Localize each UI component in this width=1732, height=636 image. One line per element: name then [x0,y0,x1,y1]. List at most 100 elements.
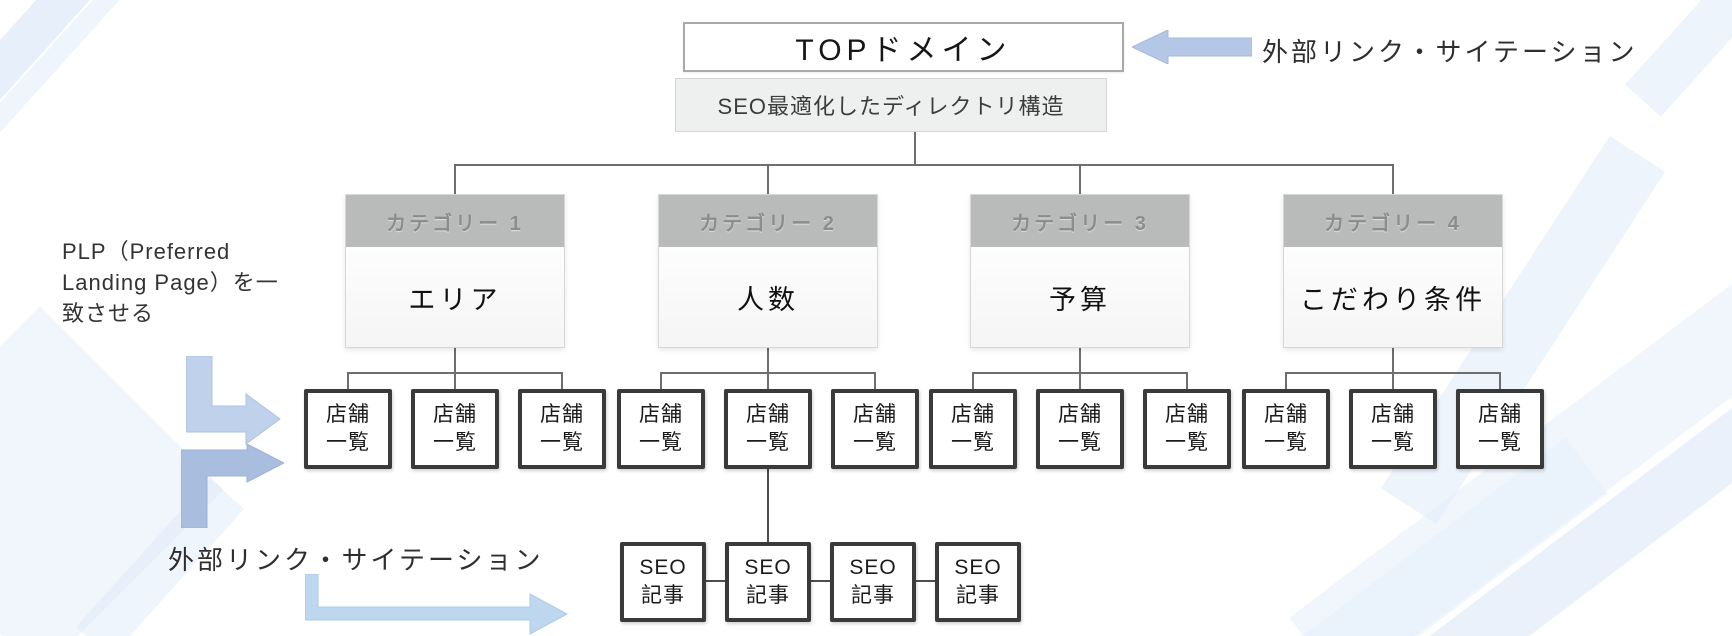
store-list-label: 一覧 [433,431,477,454]
category-2-header: カテゴリー 2 [659,195,877,247]
store-list-label: 店舗 [1058,402,1102,426]
seo-article-label: SEO [744,555,792,579]
seo-article-box: SEO 記事 [725,542,811,622]
store-list-label: 一覧 [1058,431,1102,454]
plp-elbow-arrow-icon [181,444,284,528]
store-list-label: 一覧 [1165,431,1209,454]
connector-line [561,372,563,389]
store-list-box: 店舗一覧 [617,389,705,469]
store-list-label: 店舗 [1264,402,1308,426]
store-list-box: 店舗一覧 [1242,389,1330,469]
seo-article-label: SEO [639,555,687,579]
connector-line [454,164,456,194]
store-list-box: 店舗一覧 [518,389,606,469]
store-list-label: 店舗 [1165,402,1209,426]
external-link-label-bottom: 外部リンク・サイテーション [168,545,544,575]
store-list-label: 一覧 [1371,431,1415,454]
store-list-box: 店舗一覧 [1456,389,1544,469]
category-4-box: カテゴリー 4 こだわり条件 [1283,194,1503,348]
seo-article-label: 記事 [851,584,895,607]
store-list-label: 店舗 [746,402,790,426]
store-list-label: 店舗 [951,402,995,426]
connector-line [1079,164,1081,194]
seo-article-box: SEO 記事 [620,542,706,622]
seo-article-label: 記事 [641,584,685,607]
store-list-label: 店舗 [1371,402,1415,426]
connector-line [811,580,830,582]
connector-line [1186,372,1188,389]
connector-line [1499,372,1501,389]
category-2-label: 人数 [659,247,877,347]
connector-line [1392,348,1394,372]
seo-article-label: 記事 [746,584,790,607]
store-list-label: 店舗 [639,402,683,426]
connector-line [1392,372,1394,389]
connector-line [1079,372,1081,389]
store-list-label: 一覧 [951,431,995,454]
top-domain-box: TOPドメイン [683,22,1124,72]
category-4-header: カテゴリー 4 [1284,195,1502,247]
connector-line [1079,348,1081,372]
connector-line [454,348,456,372]
seo-article-label: 記事 [956,584,1000,607]
category-1-header: カテゴリー 1 [346,195,564,247]
category-4-label: こだわり条件 [1284,247,1502,347]
category-2-box: カテゴリー 2 人数 [658,194,878,348]
directory-structure-box: SEO最適化したディレクトリ構造 [675,78,1107,132]
connector-line [706,580,725,582]
connector-line [767,372,769,389]
connector-line [914,130,916,164]
store-list-label: 店舗 [853,402,897,426]
external-link-elbow-arrow-icon [305,574,569,635]
plp-annotation-line: 致させる [62,301,155,326]
store-list-box: 店舗一覧 [411,389,499,469]
plp-annotation-line: Landing Page）を一 [62,270,279,295]
background-stripe [1625,0,1732,117]
store-list-box: 店舗一覧 [929,389,1017,469]
store-list-box: 店舗一覧 [724,389,812,469]
store-list-label: 店舗 [1478,402,1522,426]
store-list-label: 一覧 [540,431,584,454]
plp-annotation: PLP（Preferred Landing Page）を一 致させる [62,236,279,329]
category-3-box: カテゴリー 3 予算 [970,194,1190,348]
connector-line [916,580,935,582]
category-3-header: カテゴリー 3 [971,195,1189,247]
store-list-box: 店舗一覧 [831,389,919,469]
store-list-box: 店舗一覧 [1349,389,1437,469]
connector-line [767,469,769,542]
connector-line [1392,164,1394,194]
connector-line [454,164,1394,166]
store-list-label: 一覧 [1264,431,1308,454]
store-list-box: 店舗一覧 [304,389,392,469]
store-list-label: 一覧 [853,431,897,454]
category-1-box: カテゴリー 1 エリア [345,194,565,348]
store-list-label: 一覧 [639,431,683,454]
store-list-box: 店舗一覧 [1143,389,1231,469]
store-list-label: 一覧 [746,431,790,454]
external-link-label-top: 外部リンク・サイテーション [1262,37,1638,67]
store-list-label: 一覧 [326,431,370,454]
connector-line [1285,372,1287,389]
store-list-box: 店舗一覧 [1036,389,1124,469]
top-domain-label: TOPドメイン [795,34,1012,67]
plp-annotation-line: PLP（Preferred [62,239,231,264]
connector-line [874,372,876,389]
seo-article-label: SEO [954,555,1002,579]
connector-line [660,372,662,389]
store-list-label: 店舗 [326,402,370,426]
seo-article-box: SEO 記事 [935,542,1021,622]
seo-article-label: SEO [849,555,897,579]
connector-line [347,372,349,389]
store-list-label: 一覧 [1478,431,1522,454]
plp-elbow-arrow-icon [186,356,281,445]
category-3-label: 予算 [971,247,1189,347]
connector-line [767,164,769,194]
store-list-label: 店舗 [433,402,477,426]
connector-line [767,348,769,372]
external-link-arrow-left-icon [1132,30,1252,64]
connector-line [454,372,456,389]
connector-line [972,372,974,389]
category-1-label: エリア [346,247,564,347]
seo-article-box: SEO 記事 [830,542,916,622]
